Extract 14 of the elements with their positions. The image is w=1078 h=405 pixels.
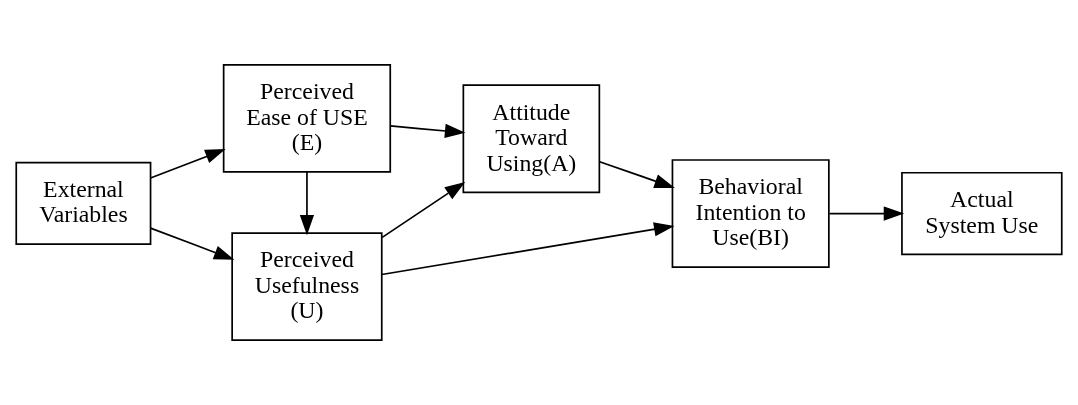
node-box: Behavioral Intention to Use(BI) (671, 159, 830, 268)
arrow (381, 222, 675, 276)
arrow (149, 149, 226, 179)
node-box: Attitude Toward Using(A) (462, 84, 601, 194)
arrow (598, 160, 675, 188)
node-box: External Variables (15, 161, 152, 245)
arrow (149, 227, 235, 260)
arrow (828, 206, 905, 221)
node-box: Actual System Use (901, 171, 1063, 256)
arrow (381, 181, 466, 239)
arrow (389, 123, 466, 139)
node-box: Perceived Usefulness (U) (231, 232, 383, 342)
node-box: Perceived Ease of USE (E) (222, 63, 392, 173)
arrow (299, 171, 315, 236)
